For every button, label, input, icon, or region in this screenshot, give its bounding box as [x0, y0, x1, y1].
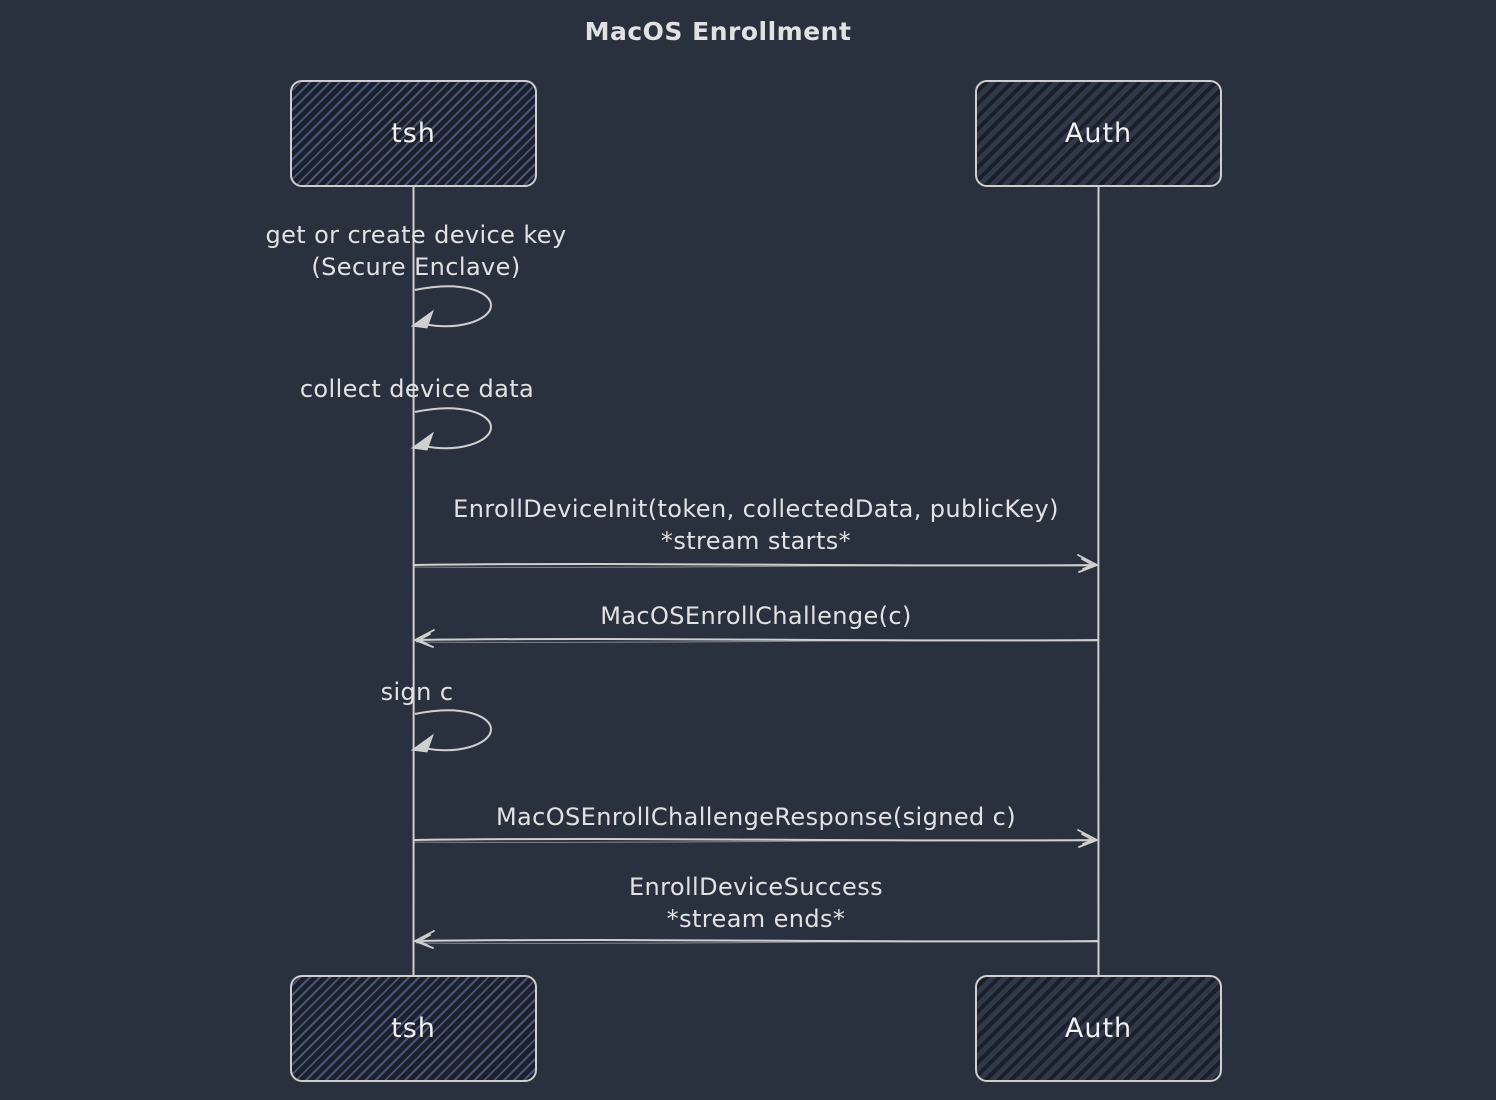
- self-loop-label-line: get or create device key: [265, 221, 567, 249]
- message-label-line: EnrollDeviceInit(token, collectedData, p…: [453, 495, 1059, 523]
- actor-label-tsh-bottom: tsh: [391, 1013, 436, 1044]
- message-label-line: MacOSEnrollChallenge(c): [600, 602, 912, 630]
- self-loop-sign-c: [410, 709, 493, 753]
- message-label-line: *stream starts*: [660, 527, 852, 555]
- message-arrow-challenge-response: [413, 829, 1098, 848]
- actor-box-tsh-top: tsh: [290, 80, 537, 187]
- self-loop-collect-data: [410, 407, 493, 451]
- lifeline-tsh: [412, 186, 415, 976]
- self-loop-label-line: sign c: [380, 678, 454, 706]
- message-label-enroll-success: EnrollDeviceSuccess *stream ends*: [629, 871, 883, 935]
- actor-label-auth-bottom: Auth: [1064, 1013, 1133, 1044]
- message-label-enroll-device-init: EnrollDeviceInit(token, collectedData, p…: [453, 493, 1059, 557]
- actor-box-tsh-bottom: tsh: [290, 975, 537, 1082]
- self-loop-label-device-key: get or create device key (Secure Enclave…: [265, 219, 566, 283]
- message-label-enroll-challenge: MacOSEnrollChallenge(c): [600, 600, 912, 632]
- message-arrow-enroll-challenge: [414, 629, 1099, 648]
- actor-label-tsh-top: tsh: [391, 118, 436, 149]
- message-label-challenge-response: MacOSEnrollChallengeResponse(signed c): [496, 801, 1016, 833]
- actor-box-auth-bottom: Auth: [975, 975, 1222, 1082]
- self-loop-label-line: (Secure Enclave): [311, 253, 521, 281]
- message-arrow-enroll-success: [414, 930, 1099, 949]
- self-loop-label-line: collect device data: [299, 375, 535, 403]
- self-loop-device-key: [410, 285, 493, 329]
- message-label-line: EnrollDeviceSuccess: [628, 873, 884, 901]
- actor-box-auth-top: Auth: [975, 80, 1222, 187]
- message-label-line: *stream ends*: [666, 905, 846, 933]
- message-arrow-enroll-device-init: [413, 554, 1098, 573]
- diagram-title: MacOS Enrollment: [584, 17, 852, 46]
- actor-label-auth-top: Auth: [1064, 118, 1133, 149]
- self-loop-label-collect-data: collect device data: [300, 373, 534, 405]
- lifeline-auth: [1097, 186, 1100, 976]
- self-loop-label-sign-c: sign c: [381, 676, 454, 708]
- message-label-line: MacOSEnrollChallengeResponse(signed c): [495, 803, 1017, 831]
